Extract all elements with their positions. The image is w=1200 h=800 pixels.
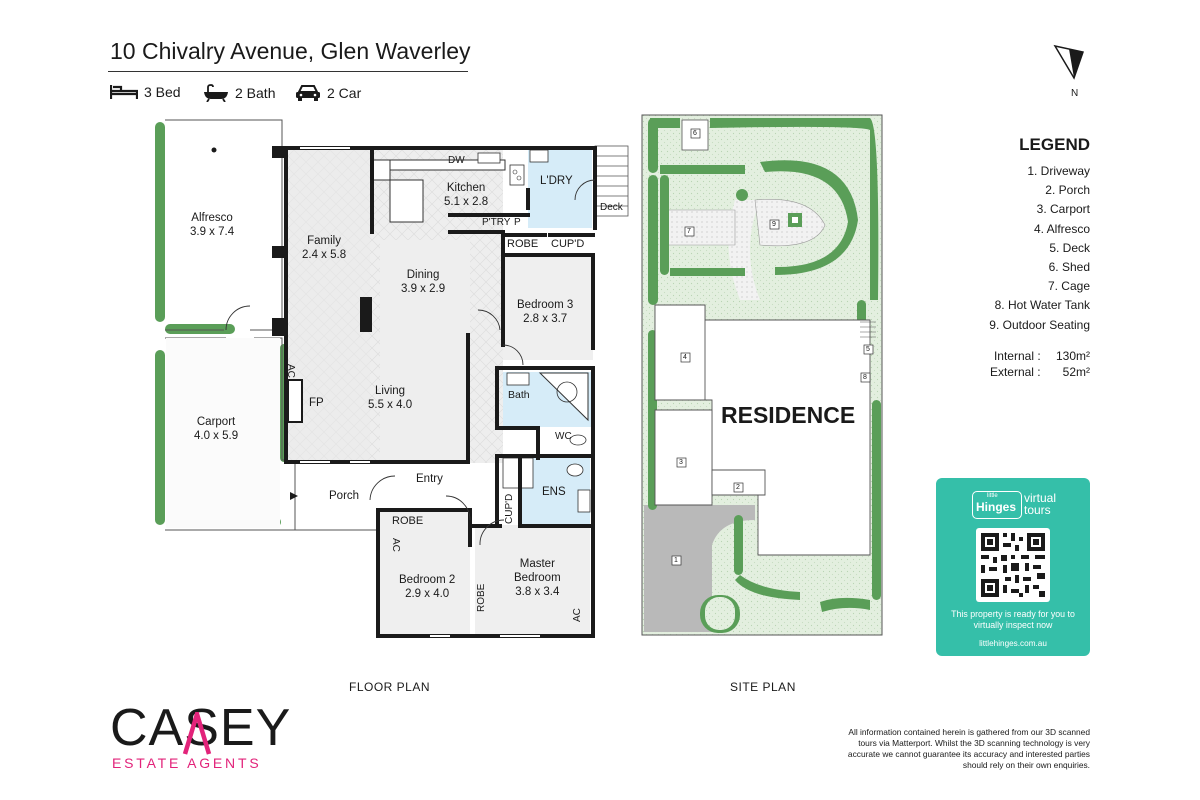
little-hinges-logo-icon: little Hinges [972,491,1022,519]
site-marker-7: 7 [687,228,691,235]
label-ac-master: AC [572,608,583,622]
site-marker-3: 3 [679,459,683,466]
compass-label: N [1071,88,1079,99]
room-laundry: L'DRY [540,175,573,187]
label-ensuite: ENS [542,486,566,498]
feature-car: 2 Car [295,84,361,102]
legend-item: 7. Cage [1047,279,1090,294]
label-cupboard-ens: CUP'D [504,493,515,524]
floor-plan-caption: FLOOR PLAN [349,680,431,694]
tour-brand-tours: tours [1024,503,1051,517]
site-markers [671,128,874,566]
bed-icon [110,85,138,99]
feature-car-label: 2 Car [327,85,362,101]
agency-subtitle: ESTATE AGENTS [112,755,262,771]
car-icon [296,85,320,101]
site-marker-9: 9 [772,221,776,228]
property-address: 10 Chivalry Avenue, Glen Waverley [110,38,471,64]
legend-item: 8. Hot Water Tank [994,298,1090,313]
site-marker-6: 6 [693,130,697,137]
feature-bed-label: 3 Bed [144,84,181,100]
virtual-tour-card[interactable]: little Hinges virtual tours This prope [936,478,1090,656]
qr-code-icon[interactable] [976,528,1050,602]
label-bath: Bath [508,389,530,401]
tour-url-link[interactable]: littlehinges.com.au [979,639,1047,648]
legend-heading: LEGEND [1019,135,1090,154]
label-fireplace: FP [309,397,324,409]
label-robe-bed3: ROBE [507,238,539,250]
tour-caption: This property is ready for you to virtua… [951,609,1075,630]
feature-bath-label: 2 Bath [235,85,276,101]
label-robe-master: ROBE [476,583,487,612]
legend-item: 6. Shed [1048,260,1090,275]
site-marker-8: 8 [863,374,867,381]
label-wc: WC [555,431,572,442]
site-plan-drawing [641,114,883,636]
legend-item: 9. Outdoor Seating [989,317,1090,332]
legend-item: 1. Driveway [1027,164,1090,178]
label-p: P [514,217,521,228]
tour-brand-virtual: virtual [1024,491,1057,505]
label-pantry: P'TRY [482,217,511,228]
area-summary: Internal : 130m² External : 52m² [990,348,1090,380]
site-plan-caption: SITE PLAN [730,680,796,694]
logo-accent-icon [182,712,212,755]
internal-area-value: 130m² [1055,349,1090,363]
north-compass-icon [1053,44,1084,80]
site-marker-4: 4 [683,354,687,361]
driveway-area [644,505,755,632]
floor-plan-drawing [155,119,629,638]
laundry-floor [528,150,592,228]
label-dishwasher: DW [448,155,465,166]
legend-item: 3. Carport [1036,202,1090,217]
site-hedges [648,118,881,633]
internal-area-label: Internal : [993,349,1041,363]
label-ac-bed2: AC [390,538,401,552]
site-marker-2: 2 [736,484,740,491]
site-marker-1: 1 [674,557,678,564]
label-ac-living: AC [285,364,296,378]
label-cupboard-hall: CUP'D [551,238,585,250]
feature-bed: 3 Bed [110,84,181,100]
label-robe-bed2: ROBE [392,515,424,527]
residence-label: RESIDENCE [721,402,856,428]
label-porch: Porch [329,490,360,502]
disclaimer-text: All information contained herein is gath… [847,727,1090,770]
legend-item: 5. Deck [1049,240,1090,255]
site-marker-5: 5 [866,346,870,353]
title-underline [108,71,468,72]
feature-bath: 2 Bath [203,84,275,102]
external-area-label: External : [989,365,1041,379]
label-entry: Entry [416,473,443,485]
bath-icon [204,84,228,102]
external-area-value: 52m² [1062,365,1090,379]
label-deck: Deck [600,202,623,213]
legend-item: 4. Alfresco [1033,221,1090,236]
legend-item: 2. Porch [1045,183,1090,198]
legend-list: 1. Driveway 2. Porch 3. Carport 4. Alfre… [989,162,1090,335]
